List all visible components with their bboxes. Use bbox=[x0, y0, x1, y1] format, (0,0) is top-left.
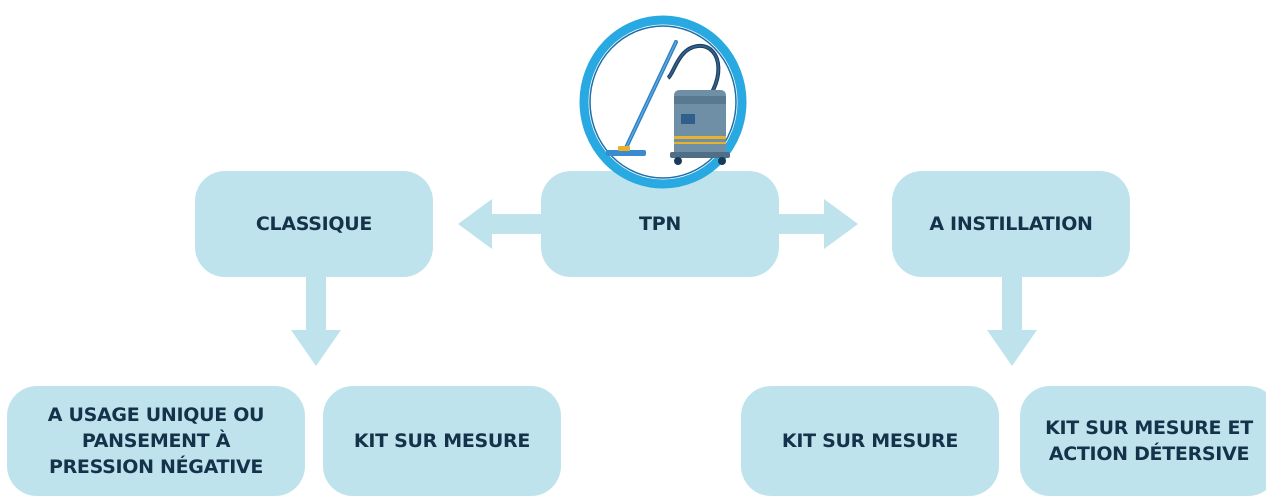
node-kit-action-detersive-label: KIT SUR MESURE ET ACTION DÉTERSIVE bbox=[1045, 417, 1253, 465]
node-classique: CLASSIQUE bbox=[195, 171, 433, 277]
node-tpn-label: TPN bbox=[639, 213, 681, 235]
node-tpn: TPN bbox=[541, 171, 779, 277]
node-usage-unique: A USAGE UNIQUE OU PANSEMENT À PRESSION N… bbox=[7, 386, 305, 496]
node-kit-sur-mesure-left: KIT SUR MESURE bbox=[323, 386, 561, 496]
vacuum-cleaner-icon bbox=[579, 15, 747, 189]
arrow-down-left bbox=[291, 276, 341, 366]
node-kit-sur-mesure-right-label: KIT SUR MESURE bbox=[781, 430, 959, 452]
node-instillation: A INSTILLATION bbox=[892, 171, 1130, 277]
node-kit-action-detersive: KIT SUR MESURE ET ACTION DÉTERSIVE bbox=[1020, 386, 1266, 496]
node-usage-unique-label: A USAGE UNIQUE OU PANSEMENT À PRESSION N… bbox=[47, 404, 265, 478]
arrow-down-right bbox=[987, 276, 1037, 366]
arrow-left bbox=[458, 199, 544, 249]
arrow-right bbox=[776, 199, 858, 249]
node-instillation-label: A INSTILLATION bbox=[929, 213, 1093, 235]
node-kit-sur-mesure-right: KIT SUR MESURE bbox=[741, 386, 999, 496]
node-kit-sur-mesure-left-label: KIT SUR MESURE bbox=[353, 430, 531, 452]
node-classique-label: CLASSIQUE bbox=[255, 213, 373, 235]
